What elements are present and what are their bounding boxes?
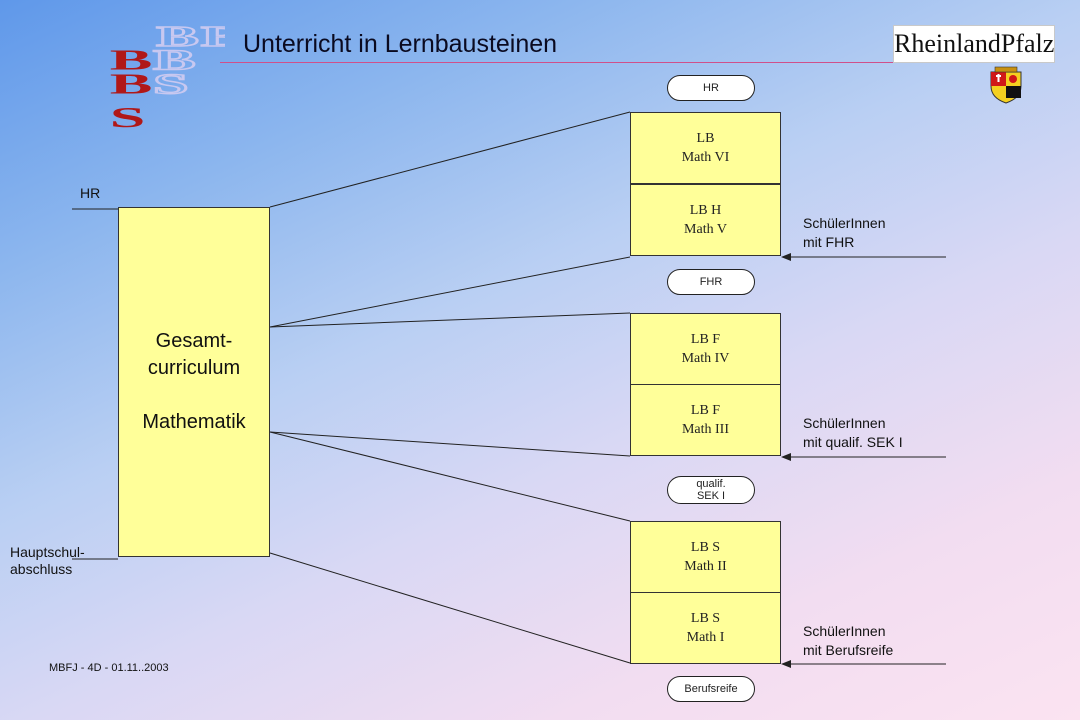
arrow-sek-head — [781, 453, 791, 461]
students-fhr-label: SchülerInnen mit FHR — [803, 214, 886, 252]
lb-title: LB F — [690, 332, 721, 347]
pill-hr-label: HR — [703, 82, 719, 94]
slide-footer: MBFJ - 4D - 01.11..2003 — [49, 662, 169, 674]
bbs-watermark-logo: B B B B B S S — [105, 15, 249, 135]
fan-line-4 — [269, 431, 631, 457]
lb-box-math-ii: LB S Math II — [630, 521, 781, 593]
lb-box-math-i: LB S Math I — [630, 592, 781, 664]
arrow-fhr-head — [781, 253, 791, 261]
lb-title: LB S — [690, 611, 721, 626]
gesamtcurriculum-box: Gesamt- curriculum Mathematik — [118, 207, 270, 557]
fan-line-5 — [269, 431, 631, 522]
pill-hr: HR — [667, 75, 755, 101]
pill-fhr: FHR — [667, 269, 755, 295]
students-berufsreife-line-2: mit Berufsreife — [803, 642, 894, 658]
main-box-line-2: curriculum — [147, 357, 241, 379]
bbs-letters: B B B B B S S — [110, 20, 249, 133]
arrow-berufsreife-head — [781, 660, 791, 668]
pill-qualif-sek: qualif. SEK I — [667, 476, 755, 504]
students-berufsreife-line-1: SchülerInnen — [803, 623, 886, 639]
lb-title: LB F — [690, 403, 721, 418]
lb-subtitle: Math V — [684, 222, 727, 237]
pill-berufsreife: Berufsreife — [667, 676, 755, 702]
hauptschul-line-2: abschluss — [10, 561, 73, 577]
title-rule — [220, 62, 1000, 63]
students-sek-line-2: mit qualif. SEK I — [803, 434, 903, 450]
students-fhr-line-1: SchülerInnen — [803, 215, 886, 231]
students-berufsreife-label: SchülerInnen mit Berufsreife — [803, 622, 893, 660]
lb-subtitle: Math IV — [681, 351, 730, 366]
fan-line-6 — [269, 552, 631, 664]
lb-box-math-iii: LB F Math III — [630, 384, 781, 456]
pill-sek-line-2: SEK I — [696, 490, 726, 502]
rheinland-pfalz-logo: RheinlandPfalz — [893, 25, 1055, 63]
left-label-hr: HR — [80, 185, 101, 201]
students-sek-label: SchülerInnen mit qualif. SEK I — [803, 414, 903, 452]
fan-line-2 — [269, 256, 631, 328]
students-fhr-line-2: mit FHR — [803, 234, 855, 250]
lb-box-math-vi: LB Math VI — [630, 112, 781, 184]
main-box-line-3: Mathematik — [142, 411, 246, 433]
fan-line-3 — [269, 312, 631, 328]
state-crest-icon — [985, 66, 1027, 109]
lb-subtitle: Math III — [681, 422, 730, 437]
main-box-line-1: Gesamt- — [155, 330, 233, 352]
pill-fhr-label: FHR — [699, 276, 723, 288]
lb-title: LB S — [690, 540, 721, 555]
lb-box-math-iv: LB F Math IV — [630, 313, 781, 385]
lb-subtitle: Math I — [686, 630, 725, 645]
slide-title: Unterricht in Lernbausteinen — [243, 30, 558, 58]
lb-title: LB — [696, 131, 715, 146]
fan-line-1 — [269, 111, 631, 208]
lb-subtitle: Math VI — [681, 150, 730, 165]
left-label-hauptschulabschluss: Hauptschul- abschluss — [10, 544, 85, 578]
hauptschul-line-1: Hauptschul- — [10, 544, 85, 560]
lb-box-math-v: LB H Math V — [630, 184, 781, 256]
lb-subtitle: Math II — [684, 559, 727, 574]
students-sek-line-1: SchülerInnen — [803, 415, 886, 431]
pill-berufsreife-label: Berufsreife — [684, 683, 738, 695]
lb-title: LB H — [689, 203, 722, 218]
pill-sek-line-1: qualif. — [696, 478, 726, 490]
